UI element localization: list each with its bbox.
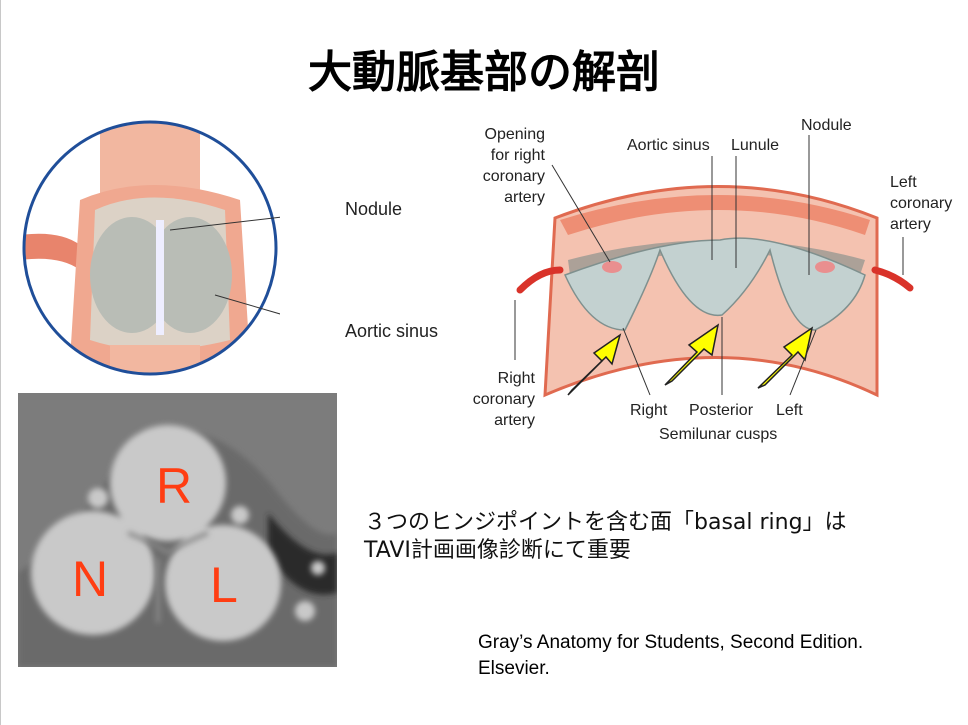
label-nodule: Nodule bbox=[345, 199, 403, 219]
label-line: Opening bbox=[484, 126, 546, 143]
semilunar-cusps-illustration bbox=[514, 135, 914, 398]
body-text: ３つのヒンジポイントを含む面「basal ring」は TAVI計画画像診断にて… bbox=[364, 509, 847, 565]
citation-line-1: Gray’s Anatomy for Students, Second Edit… bbox=[478, 632, 864, 653]
slide-edge bbox=[0, 0, 1, 725]
citation: Gray’s Anatomy for Students, Second Edit… bbox=[478, 630, 863, 682]
label-right-cusp: Right bbox=[630, 402, 668, 419]
ct-label-n: N bbox=[72, 551, 109, 607]
citation-line-2: Elsevier. bbox=[478, 658, 550, 679]
aortic-root-closeup-illustration bbox=[22, 120, 280, 376]
body-text-line-2: TAVI計画画像診断にて重要 bbox=[364, 538, 631, 563]
label-line: coronary bbox=[890, 195, 953, 212]
label-lunule: Lunule bbox=[731, 137, 780, 154]
label-line: for right bbox=[490, 147, 545, 164]
label-line: Right bbox=[497, 370, 535, 387]
label-posterior-cusp: Posterior bbox=[689, 402, 754, 419]
label-line: artery bbox=[504, 189, 545, 206]
label-line: artery bbox=[494, 412, 535, 429]
label-opening-right-coronary: Opening for right coronary artery bbox=[460, 124, 545, 208]
label-line: coronary bbox=[472, 391, 535, 408]
label-right-coronary-artery: Right coronary artery bbox=[460, 368, 535, 431]
label-left-coronary-artery: Left coronary artery bbox=[890, 172, 952, 235]
slide-title: 大動脈基部の解剖 bbox=[308, 47, 660, 98]
body-text-line-1: ３つのヒンジポイントを含む面「basal ring」は bbox=[364, 510, 847, 535]
label-aortic-sinus: Aortic sinus bbox=[345, 321, 439, 341]
label-left-cusp: Left bbox=[776, 402, 803, 419]
label-aortic-sinus-right: Aortic sinus bbox=[627, 137, 710, 154]
ct-label-r: R bbox=[156, 458, 193, 514]
ct-scan-image bbox=[18, 393, 337, 667]
label-line: coronary bbox=[482, 168, 545, 185]
label-line: Left bbox=[890, 174, 917, 191]
label-nodule-right: Nodule bbox=[801, 117, 852, 134]
label-semilunar-cusps: Semilunar cusps bbox=[659, 426, 778, 443]
label-line: artery bbox=[890, 216, 931, 233]
ct-label-l: L bbox=[210, 557, 238, 613]
